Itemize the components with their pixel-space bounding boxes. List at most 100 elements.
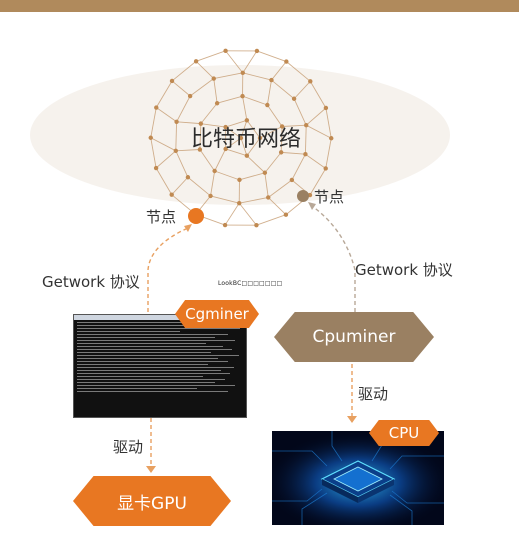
globe-edge [200,123,226,128]
globe-edge [309,81,327,109]
globe-node [223,124,228,130]
globe-node [244,118,250,123]
globe-edge [176,121,201,125]
globe-edge [195,50,226,62]
network-title: 比特币网络 [191,127,302,152]
globe-edge [210,170,216,197]
globe-node [304,123,309,128]
world-map-backdrop [30,65,450,205]
globe-node [291,96,297,101]
globe-edge [225,148,248,157]
globe-edge [155,150,177,169]
globe-edge [239,197,269,204]
globe-node [269,77,274,83]
globe-node [208,193,213,199]
globe-node [240,70,245,76]
globe-edge [150,137,177,152]
globe-edge [271,61,287,81]
globe-node [323,166,328,171]
globe-node [187,93,193,99]
terminal-screenshot-icon [73,314,247,418]
globe-node [214,101,220,106]
globe-edge [264,152,282,174]
globe-node [254,222,259,228]
node-label-left: 节点 [146,208,177,226]
cgminer-badge: Cgminer [175,300,259,328]
connector-cpuminer-node [311,205,356,312]
globe-edge [267,197,287,216]
globe-edge [213,72,243,79]
protocol-label-left: Getwork 协议 [42,273,140,291]
globe-node [223,48,228,54]
globe-edge [246,155,266,174]
globe-node [257,135,263,141]
globe-node [185,175,191,180]
arrow-head-right-down [347,416,357,423]
cpu-badge: CPU [369,420,439,446]
cpu-chip-icon [272,431,444,525]
globe-node [238,135,244,141]
globe-edge [175,149,200,152]
globe-edge [225,50,244,74]
connector-cgminer-node [147,227,189,312]
globe-edge [309,168,327,196]
globe-edge [195,60,215,79]
globe-edge [266,104,283,127]
globe-edge [293,98,307,126]
globe-node [279,124,285,129]
globe-edge [175,150,189,178]
globe-node [237,177,242,183]
globe-node [265,102,270,108]
globe-node [237,200,242,206]
globe-edge [187,176,211,197]
globe-node [254,48,260,54]
globe-edge [305,107,327,126]
globe-edge [199,149,216,172]
globe-edge [280,126,283,153]
globe-edge [225,119,248,128]
arrow-head-right-up [308,202,316,210]
globe-edge [224,202,240,226]
globe-edge [242,96,248,121]
globe-edge [171,60,197,82]
globe-edge [242,50,258,74]
globe-node [240,93,245,99]
globe-edge [267,179,293,198]
globe-node [284,59,289,64]
globe-edge [210,195,240,204]
globe-edge [246,120,261,139]
globe-edge [189,78,215,97]
globe-node [169,192,174,197]
globe-edge [325,107,332,139]
globe-node [266,195,271,200]
globe-node [198,121,204,126]
globe-node [329,136,334,141]
globe-edge [214,170,240,181]
globe-node [289,177,295,183]
node-dot-right [297,190,309,202]
globe-edge [286,61,311,82]
globe-edge [291,153,306,181]
globe-edge [150,107,157,138]
globe-node [223,146,228,152]
globe-edge [271,79,295,100]
globe-edge [264,172,269,198]
globe-edge [256,50,287,62]
globe-edge [238,202,257,226]
node-label-right: 节点 [314,188,345,206]
globe-edge [242,72,272,81]
globe-node [212,168,217,174]
globe-edge [240,120,248,139]
globe-node [244,153,250,158]
globe-edge [246,137,261,156]
globe-edge [266,79,272,106]
gpu-badge: 显卡GPU [73,476,231,526]
globe-edge [214,148,227,172]
globe-edge [239,172,265,181]
globe-edge [156,107,177,123]
globe-edge [325,138,332,169]
globe-node [278,150,284,155]
globe-edge [150,137,157,169]
protocol-label-right: Getwork 协议 [355,261,453,279]
globe-edge [225,126,242,139]
